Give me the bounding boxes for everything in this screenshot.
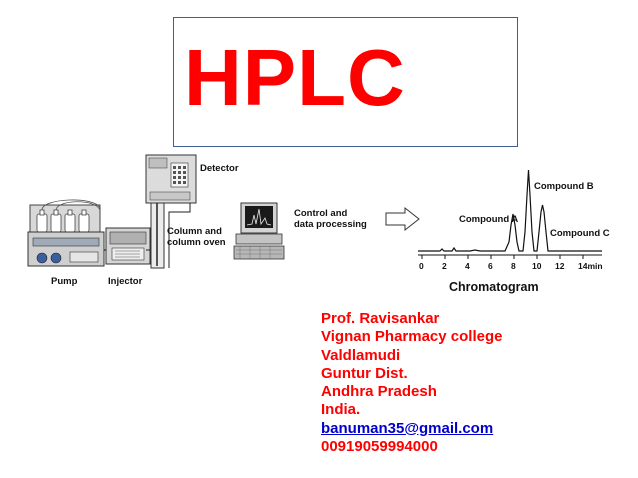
tick-label-0: 0 xyxy=(419,261,424,271)
author-phone: 00919059994000 xyxy=(321,438,438,456)
injector-label: Injector xyxy=(108,276,143,287)
solvent-bottles xyxy=(36,209,90,233)
author-info: Prof. Ravisankar Vignan Pharmacy college… xyxy=(321,310,502,456)
peak-label-compound-c: Compound C xyxy=(550,228,610,239)
author-state: Andhra Pradesh xyxy=(321,383,437,401)
author-country: India. xyxy=(321,401,361,419)
chromatogram-trace xyxy=(418,169,602,252)
pump-unit xyxy=(27,199,105,267)
column-label-line2: column oven xyxy=(167,237,226,248)
tick-label-10: 10 xyxy=(532,261,542,271)
tick-label-6: 6 xyxy=(488,261,493,271)
author-district: Guntur Dist. xyxy=(321,364,408,382)
peak-label-compound-a: Compound A xyxy=(459,214,519,225)
author-email-link[interactable]: banuman35@gmail.com xyxy=(321,419,494,437)
pump-label: Pump xyxy=(51,276,78,287)
page-title: HPLC xyxy=(184,33,406,122)
column-label-line1: Column and xyxy=(167,226,222,237)
author-town: Valdlamudi xyxy=(321,346,401,364)
tick-label-2: 2 xyxy=(442,261,447,271)
control-label-line2: data processing xyxy=(294,219,367,230)
tick-label-12: 12 xyxy=(555,261,565,271)
detector-unit xyxy=(145,154,197,268)
peak-label-compound-b: Compound B xyxy=(534,181,594,192)
computer-workstation xyxy=(233,202,285,260)
tick-label-4: 4 xyxy=(465,261,470,271)
tick-label-14min: 14min xyxy=(578,261,603,271)
control-label-line1: Control and xyxy=(294,208,348,219)
chromatogram-title: Chromatogram xyxy=(449,280,539,294)
title-frame: HPLC xyxy=(173,17,518,147)
tick-label-8: 8 xyxy=(511,261,516,271)
process-arrow xyxy=(385,206,420,232)
chromatogram-plot xyxy=(418,169,602,259)
detector-label: Detector xyxy=(200,163,239,174)
injector-unit xyxy=(105,227,151,265)
author-name: Prof. Ravisankar xyxy=(321,310,440,327)
author-institution: Vignan Pharmacy college xyxy=(321,328,503,346)
